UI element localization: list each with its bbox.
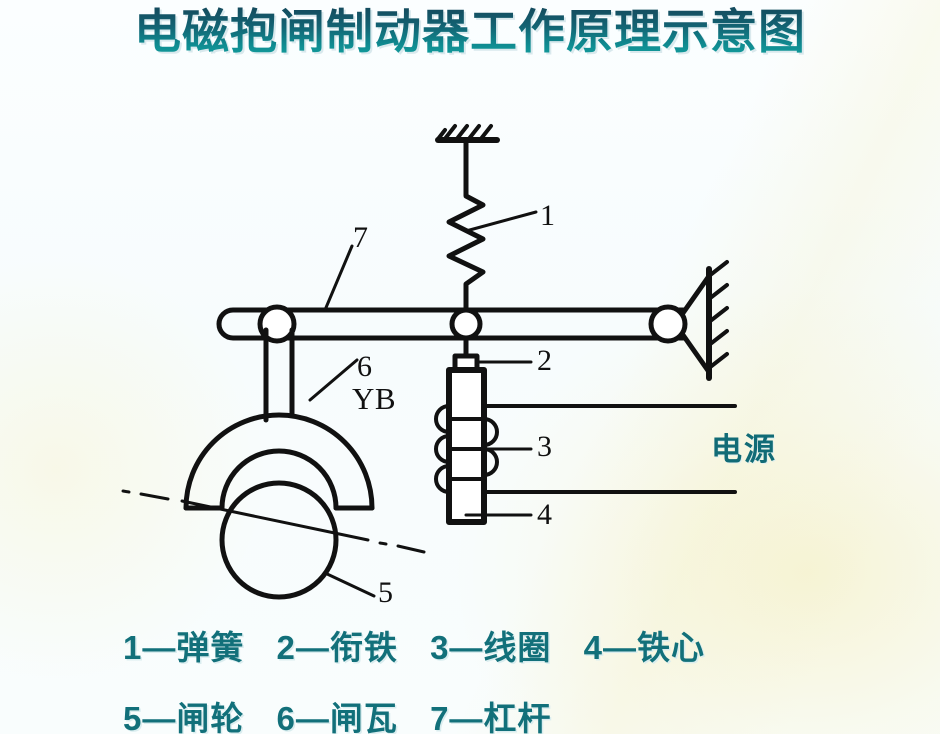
legend-item-2: 2—衔铁 — [276, 629, 398, 666]
spring-icon — [446, 137, 486, 315]
callout-5-brake-wheel: 5 — [378, 576, 393, 609]
wall-support-icon — [680, 260, 729, 381]
legend-row-1: 1—弹簧 2—衔铁 3—线圈 4—铁心 — [0, 621, 940, 669]
callout-leader-lines — [308, 210, 538, 598]
ceiling-support-icon — [435, 124, 500, 143]
shoe-hanger-rods-icon — [263, 327, 295, 423]
power-supply-lines-icon — [482, 404, 737, 494]
legend-item-3: 3—线圈 — [430, 629, 552, 666]
callout-7-lever: 7 — [353, 221, 368, 254]
lever-right-pivot-icon — [648, 304, 688, 344]
legend-item-7: 7—杠杆 — [430, 700, 552, 734]
brake-wheel-icon — [219, 480, 339, 600]
legend-item-1: 1—弹簧 — [123, 629, 245, 666]
lever-center-pivot-icon — [449, 307, 483, 341]
iron-core-icon — [446, 367, 487, 525]
device-code-label: YB — [352, 381, 397, 416]
legend-row-2: 5—闸轮 6—闸瓦 7—杠杆 — [0, 692, 940, 734]
shaft-centerline-icon — [121, 489, 426, 554]
page-title-container: 电磁抱闸制动器工作原理示意图 — [0, 6, 940, 61]
callout-4-iron-core: 4 — [537, 498, 552, 531]
callout-6-brake-shoe: 6 — [357, 350, 372, 383]
callout-3-coil: 3 — [537, 430, 552, 463]
brake-shoe-icon — [183, 412, 375, 511]
page-title: 电磁抱闸制动器工作原理示意图 — [134, 7, 806, 59]
callout-1-spring: 1 — [540, 199, 555, 232]
legend-item-5: 5—闸轮 — [123, 700, 245, 734]
armature-icon — [452, 335, 480, 373]
legend-item-4: 4—铁心 — [583, 629, 705, 666]
legend-item-6: 6—闸瓦 — [276, 700, 398, 734]
power-supply-label: 电源 — [711, 432, 777, 467]
callout-2-armature: 2 — [537, 344, 552, 377]
